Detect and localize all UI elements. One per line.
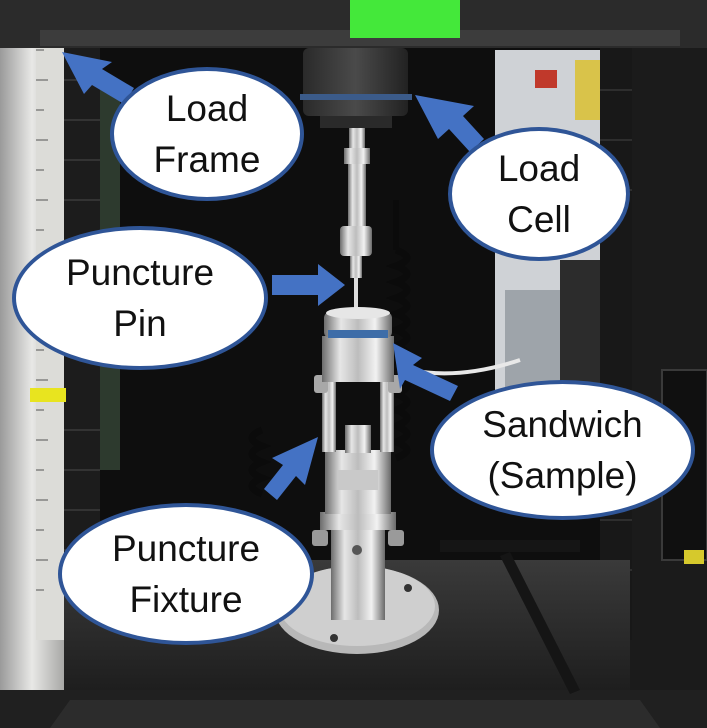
callout-sandwich-sample: Sandwich (Sample) xyxy=(430,380,695,520)
callout-puncture-pin: Puncture Pin xyxy=(12,226,268,370)
callout-puncture-pin-line1: Puncture xyxy=(65,252,215,293)
callout-load-cell-line1: Load xyxy=(497,148,581,189)
callout-puncture-fixture-line2: Fixture xyxy=(129,579,243,620)
callout-load-frame-line2: Frame xyxy=(153,139,261,180)
callout-sandwich-line1: Sandwich xyxy=(482,404,643,445)
callout-load-cell: Load Cell xyxy=(448,127,630,261)
callout-puncture-fixture-line1: Puncture xyxy=(111,528,261,569)
callout-sandwich-line2: (Sample) xyxy=(487,455,638,496)
callout-load-cell-line2: Cell xyxy=(507,199,571,240)
callout-load-frame: Load Frame xyxy=(110,67,304,201)
callout-puncture-pin-line2: Pin xyxy=(113,303,167,344)
callout-puncture-fixture: Puncture Fixture xyxy=(58,503,314,645)
callout-load-frame-line1: Load xyxy=(165,88,249,129)
